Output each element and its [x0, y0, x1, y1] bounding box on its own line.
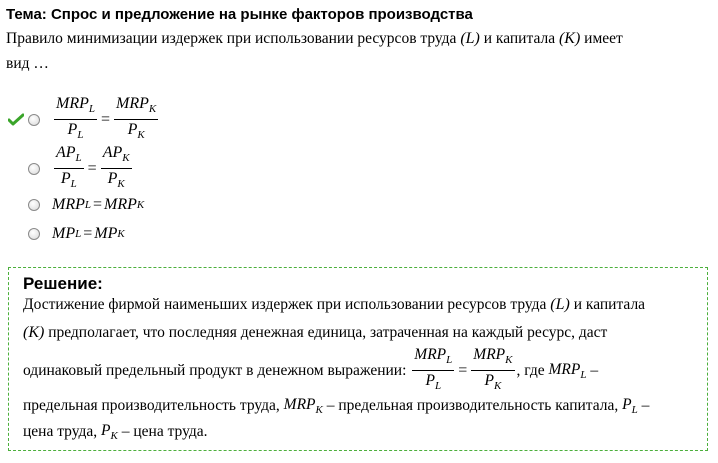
solution-line-5: цена труда, PK – цена труда. [23, 422, 208, 442]
var-l: (L) [460, 30, 480, 47]
checkmark-placeholder [8, 162, 24, 176]
solution-line-4: предельная производительность труда, MRP… [23, 396, 650, 416]
solution-title: Решение: [23, 274, 103, 293]
question-part3: имеет [584, 30, 623, 47]
solution-line-1: Достижение фирмой наименьших издержек пр… [23, 296, 646, 313]
radio-button[interactable] [28, 199, 40, 211]
question-part2: и капитала [483, 30, 556, 47]
solution-line-3: одинаковый предельный продукт в денежном… [23, 346, 598, 395]
question-text: Правило минимизации издержек при использ… [6, 26, 706, 76]
topic-heading: Тема: Спрос и предложение на рынке факто… [6, 6, 473, 23]
question-part1: Правило минимизации издержек при использ… [6, 30, 457, 47]
radio-button[interactable] [28, 162, 40, 175]
checkmark-icon [7, 113, 25, 127]
solution-box: Решение: Достижение фирмой наименьших из… [8, 267, 708, 451]
solution-line-2: (K) предполагает, что последняя денежная… [23, 324, 608, 341]
checkmark-placeholder [8, 227, 24, 241]
radio-button[interactable] [28, 228, 40, 240]
var-k: (K) [558, 30, 581, 47]
radio-button[interactable] [28, 113, 40, 126]
checkmark-placeholder [8, 198, 24, 212]
question-part4: вид … [6, 55, 49, 72]
